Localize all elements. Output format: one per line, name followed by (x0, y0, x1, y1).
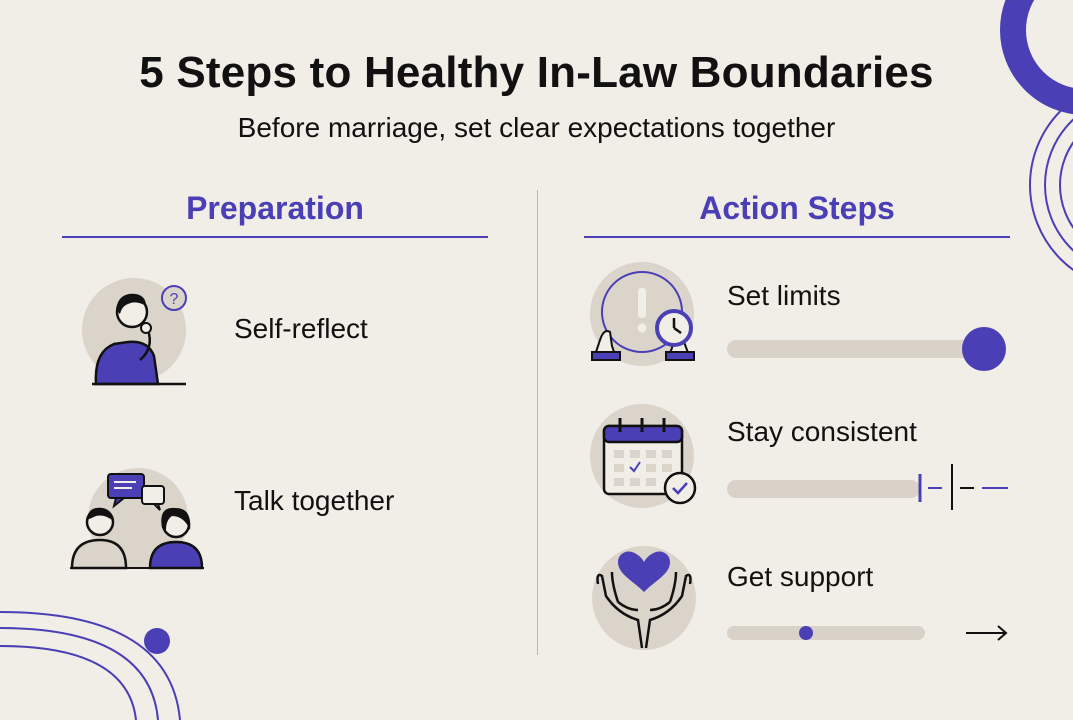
stay-consistent-dashed-marker (918, 464, 1008, 510)
get-support-slider[interactable] (727, 626, 925, 640)
thinking-person-icon: ? (82, 278, 187, 386)
action-steps-heading: Action Steps (699, 190, 895, 226)
page-subtitle: Before marriage, set clear expectations … (237, 112, 836, 143)
stay-consistent-label: Stay consistent (727, 416, 917, 447)
get-support-slider-handle[interactable] (799, 626, 813, 640)
calendar-check-icon (590, 404, 697, 508)
heart-hands-icon (592, 546, 696, 650)
get-support-label: Get support (727, 561, 874, 592)
column-divider (537, 190, 538, 655)
conversation-icon (70, 468, 204, 570)
stay-consistent-slider[interactable] (727, 480, 920, 498)
set-limits-label: Set limits (727, 280, 841, 311)
preparation-heading: Preparation (186, 190, 364, 226)
action-steps-rule (584, 236, 1010, 238)
page-title: 5 Steps to Healthy In-Law Boundaries (139, 48, 934, 97)
svg-text:?: ? (170, 291, 179, 308)
arrow-right-icon (966, 625, 1008, 641)
set-limits-slider-handle[interactable] (962, 327, 1006, 371)
talk-together-label: Talk together (234, 485, 395, 516)
self-reflect-label: Self-reflect (234, 313, 368, 344)
preparation-rule (62, 236, 488, 238)
alert-clock-icon (590, 262, 695, 366)
set-limits-slider[interactable] (727, 340, 997, 358)
